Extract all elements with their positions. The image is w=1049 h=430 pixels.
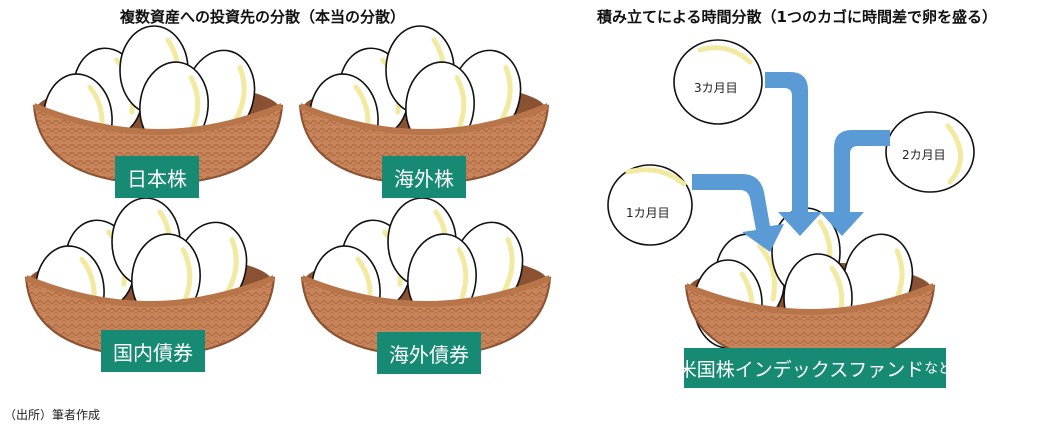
egg-month-1 xyxy=(607,164,693,246)
left-panel-title: 複数資産への投資先の分散（本当の分散） xyxy=(119,8,405,26)
egg-label-month-2: 2カ月目 xyxy=(902,148,946,162)
label-us-index-fund: 米国株インデックスファンドなど xyxy=(678,348,952,388)
label-domestic-bonds: 国内債券 xyxy=(101,330,205,372)
egg-label-month-3: 3カ月目 xyxy=(694,81,738,95)
label-foreign-bonds: 海外債券 xyxy=(377,332,481,374)
egg-month-2 xyxy=(885,111,975,193)
label-us-index-fund-suffix: など xyxy=(924,361,953,377)
arrow-month-2 xyxy=(820,130,890,236)
label-japan-stocks: 日本株 xyxy=(115,156,199,198)
source-note: （出所）筆者作成 xyxy=(4,408,101,422)
label-foreign-stocks: 海外株 xyxy=(382,156,466,198)
label-us-index-fund-main: 米国株インデックスファンド xyxy=(677,358,925,381)
egg-month-3 xyxy=(673,39,763,125)
arrows xyxy=(692,72,890,252)
arrow-month-3 xyxy=(765,72,822,236)
arrow-month-1 xyxy=(692,174,784,252)
right-panel-title: 積み立てによる時間分散（1つのカゴに時間差で卵を盛る） xyxy=(597,8,997,26)
basket-us-index-fund xyxy=(686,208,934,364)
egg-label-month-1: 1カ月目 xyxy=(626,206,670,220)
